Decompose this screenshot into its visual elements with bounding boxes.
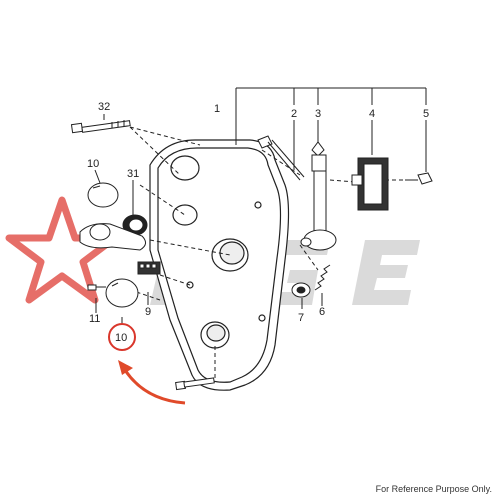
highlight-marker <box>108 323 186 405</box>
bolt-lower <box>175 377 215 391</box>
callout-11: 11 <box>89 313 100 325</box>
leader-lines <box>94 87 427 325</box>
bolt-part-5 <box>405 172 433 185</box>
contact-breaker-assembly <box>79 223 161 275</box>
timing-cover-part-1 <box>149 139 290 391</box>
callout-10-upper: 10 <box>87 158 99 170</box>
callout-5: 5 <box>423 108 429 120</box>
callout-7: 7 <box>298 312 304 324</box>
highlight-circle <box>108 323 136 351</box>
screw-part-11 <box>87 284 106 291</box>
callout-31: 31 <box>127 168 139 180</box>
block-part-4 <box>351 157 389 211</box>
spring-part-6 <box>314 264 331 291</box>
seal-part-31 <box>122 214 148 236</box>
callout-1: 1 <box>214 103 220 115</box>
callout-6: 6 <box>319 306 325 318</box>
callout-9: 9 <box>145 306 151 318</box>
stud-part-2 <box>257 135 305 181</box>
callout-labels: 1 2 3 4 5 32 10 31 9 11 7 6 10 <box>87 101 429 344</box>
callout-10-highlighted: 10 <box>115 332 127 344</box>
reference-note: For Reference Purpose Only. <box>375 484 492 494</box>
bolt-part-32 <box>70 120 131 134</box>
nut-part-7 <box>291 282 311 298</box>
highlight-arrow-icon <box>123 369 186 405</box>
cap-part-10-upper <box>87 182 119 208</box>
callout-32: 32 <box>98 101 110 113</box>
tensioner-part-3 <box>300 141 337 251</box>
watermark-star-icon <box>5 196 119 304</box>
callout-4: 4 <box>369 108 375 120</box>
callout-2: 2 <box>291 108 297 120</box>
cover-plate-part-10 <box>105 278 139 308</box>
callout-3: 3 <box>315 108 321 120</box>
